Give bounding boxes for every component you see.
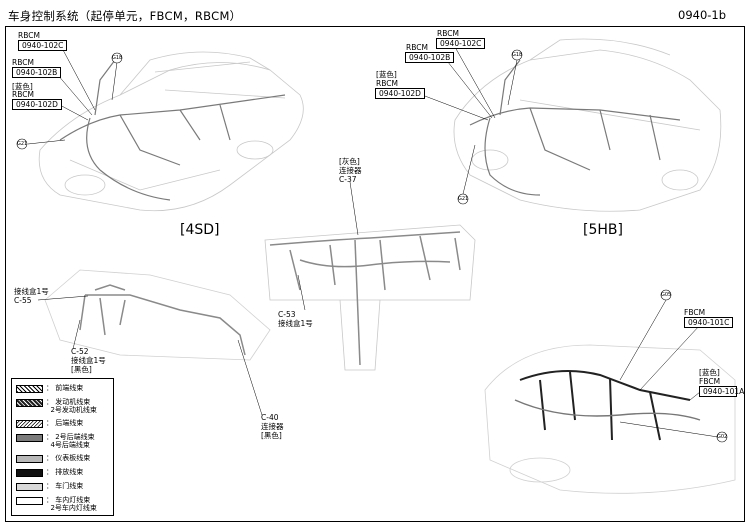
legend-label: ： 排放线束 xyxy=(46,468,84,476)
hb-rbcm-1: RBCM xyxy=(437,29,459,38)
hb-blue-color: [蓝色] xyxy=(376,70,397,79)
engine-outline xyxy=(484,344,736,494)
sedan-harness xyxy=(59,59,286,201)
ground-markers xyxy=(16,49,728,443)
legend-label: ： 车门线束 xyxy=(46,482,84,490)
legend-item: ： 2号后端线束 4号后端线束 xyxy=(16,433,109,449)
legend-label: ： 发动机线束 xyxy=(46,398,91,406)
ip-outline xyxy=(264,224,476,371)
legend-swatch xyxy=(16,385,43,393)
engine-blue-color: [蓝色] xyxy=(699,368,720,377)
g02-label: G02 xyxy=(717,434,728,440)
legend-item: ： 前端线束 xyxy=(16,384,109,393)
g05-label: G05 xyxy=(661,292,672,298)
legend-item: ： 发动机线束 2号发动机线束 xyxy=(16,398,109,414)
sd-connector-102c: 0940-102C xyxy=(18,40,68,51)
legend-swatch xyxy=(16,455,43,463)
left-c52-color: [黑色] xyxy=(71,365,92,374)
sd-rbcm-2: RBCM xyxy=(12,58,34,67)
view-label-5hb: [5HB] xyxy=(583,222,623,238)
g18-sd-label: G18 xyxy=(112,55,123,61)
engine-fbcm-2: FBCM xyxy=(699,377,721,386)
view-label-4sd: [4SD] xyxy=(180,222,220,238)
legend-swatch xyxy=(16,399,43,407)
sd-rbcm-1: RBCM xyxy=(18,31,40,40)
sedan-car-outline xyxy=(38,51,304,212)
hb-connector-102c: 0940-102C xyxy=(436,38,486,49)
engine-connector-101c: 0940-101C xyxy=(684,317,734,328)
left-car-outline xyxy=(44,269,271,361)
harness-legend: ： 前端线束 ： 发动机线束 2号发动机线束 ： 后端线束 ： 2号后端线束 4号后端… xyxy=(11,378,114,516)
legend-item: ： 车门线束 xyxy=(16,482,109,491)
legend-swatch xyxy=(16,420,43,428)
hb-connector-102b: 0940-102B xyxy=(405,52,455,63)
hb-rbcm-2: RBCM xyxy=(406,43,428,52)
left-junction-box-label: 接线盒1号 xyxy=(14,287,49,296)
legend-item: ： 排放线束 xyxy=(16,468,109,477)
g21-hb-label: G21 xyxy=(458,196,469,202)
legend-item: ： 后端线束 xyxy=(16,419,109,428)
page-title: 车身控制系统（起停单元，FBCM，RBCM） xyxy=(8,9,242,23)
engine-connector-101a: 0940-101A xyxy=(699,386,744,397)
sd-blue-color: [蓝色] xyxy=(12,82,33,91)
left-connector-c55: C-55 xyxy=(14,296,32,305)
engine-fbcm-1: FBCM xyxy=(684,308,706,317)
ip-connector-c37: C-37 xyxy=(339,175,357,184)
legend-label: ： 2号后端线束 xyxy=(46,433,95,441)
left-c52-name: 接线盒1号 xyxy=(71,356,106,365)
legend-label: ： 仪表板线束 xyxy=(46,454,91,462)
left-connector-c40: C-40 xyxy=(261,413,279,422)
hb-connector-102d: 0940-102D xyxy=(375,88,425,99)
document-reference: 0940-1b xyxy=(678,8,727,22)
legend-label: ： 前端线束 xyxy=(46,384,84,392)
legend-item: ： 仪表板线束 xyxy=(16,454,109,463)
legend-label: ： 车内灯线束 xyxy=(46,496,91,504)
g18-hb-label: G18 xyxy=(512,52,523,58)
ip-harness xyxy=(269,231,461,366)
legend-label-secondary: 2号发动机线束 xyxy=(46,406,97,414)
sd-connector-102d: 0940-102D xyxy=(12,99,62,110)
engine-harness xyxy=(514,370,701,441)
ip-connector-c53: C-53 xyxy=(278,310,296,319)
legend-label: ： 后端线束 xyxy=(46,419,84,427)
legend-swatch xyxy=(16,497,43,505)
legend-label-secondary: 4号后端线束 xyxy=(46,441,90,449)
legend-swatch xyxy=(16,469,43,477)
ip-gray-color: [灰色] xyxy=(339,157,360,166)
g21-sd-label: G21 xyxy=(17,141,28,147)
hatch-harness xyxy=(469,59,681,196)
legend-item: ： 车内灯线束 2号车内灯线束 xyxy=(16,496,109,512)
ip-c53-name: 接线盒1号 xyxy=(278,319,313,328)
legend-swatch xyxy=(16,483,43,491)
left-connector-c52: C-52 xyxy=(71,347,89,356)
leader-lines xyxy=(27,46,719,438)
sd-rbcm-3: RBCM xyxy=(12,90,34,99)
hb-rbcm-3: RBCM xyxy=(376,79,398,88)
left-c40-name: 连接器 xyxy=(261,422,284,431)
left-c40-color: [黑色] xyxy=(261,431,282,440)
hatch-car-outline xyxy=(453,38,722,212)
legend-swatch xyxy=(16,434,43,442)
sd-connector-102b: 0940-102B xyxy=(12,67,62,78)
legend-label-secondary: 2号车内灯线束 xyxy=(46,504,97,512)
left-harness xyxy=(79,284,246,356)
ip-connector-name: 连接器 xyxy=(339,166,362,175)
